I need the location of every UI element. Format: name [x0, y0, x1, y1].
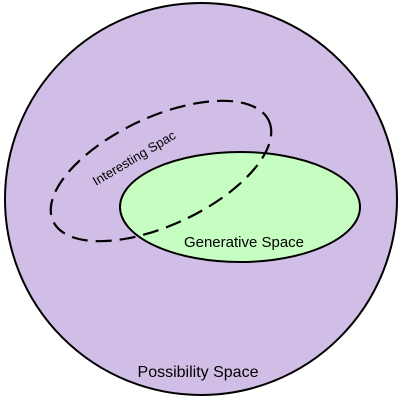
interesting-space-ellipse — [49, 99, 273, 243]
generative-space-label: Generative Space — [184, 234, 304, 251]
possibility-space-label: Possibility Space — [138, 364, 259, 381]
generative-space-ellipse — [119, 151, 361, 263]
